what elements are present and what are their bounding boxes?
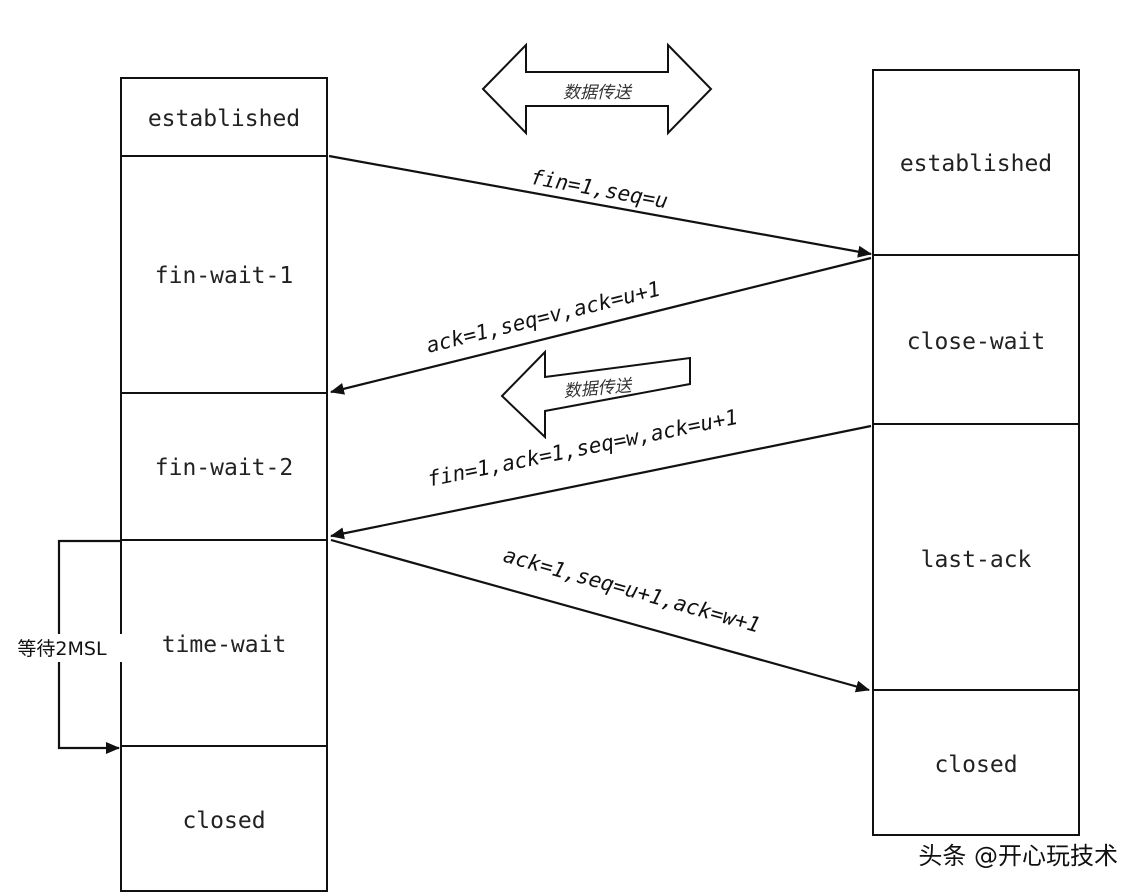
server-column-border	[872, 69, 1080, 836]
client-column-border	[120, 77, 328, 892]
client-state-time-wait: time-wait	[162, 632, 287, 658]
client-state-column: established fin-wait-1 fin-wait-2 time-w…	[120, 77, 328, 892]
double-arrow-icon	[481, 42, 713, 136]
server-state-close-wait: close-wait	[907, 329, 1045, 355]
server-state-closed: closed	[934, 752, 1017, 778]
ack1-arrow	[330, 256, 872, 395]
left-arrow-icon	[500, 349, 691, 440]
client-state-established: established	[148, 106, 300, 132]
client-state-closed: closed	[182, 808, 265, 834]
wait-2msl-label: 等待2MSL	[17, 638, 107, 660]
time-wait-bracket: 等待2MSL	[2, 539, 124, 754]
ack1-message-label: ack=1,seq=v,ack=u+1	[424, 277, 663, 358]
message-fin-ack: fin=1,ack=1,seq=w,ack=u+1	[330, 405, 872, 540]
server-state-last-ack: last-ack	[921, 547, 1032, 573]
fin-arrow	[328, 154, 872, 258]
client-state-fin-wait-1: fin-wait-1	[155, 263, 293, 289]
data-transfer-label: 数据传送	[563, 83, 633, 103]
bidirectional-data-transfer-arrow: 数据传送	[481, 42, 713, 136]
message-fin: fin=1,seq=u	[328, 154, 872, 258]
watermark: 头条 @开心玩技术	[918, 842, 1118, 870]
fin-ack-arrow	[330, 424, 872, 540]
wait-label-bg	[2, 634, 124, 662]
server-state-established: established	[900, 151, 1052, 177]
server-state-column: established close-wait last-ack closed	[872, 69, 1080, 836]
server-data-transfer-arrow: 数据传送	[500, 349, 691, 440]
client-state-fin-wait-2: fin-wait-2	[155, 455, 293, 481]
ack2-arrow	[330, 538, 870, 693]
fin-message-label: fin=1,seq=u	[529, 165, 670, 213]
fin-ack-message-label: fin=1,ack=1,seq=w,ack=u+1	[425, 405, 740, 492]
message-ack-2: ack=1,seq=u+1,ack=w+1	[330, 538, 870, 693]
